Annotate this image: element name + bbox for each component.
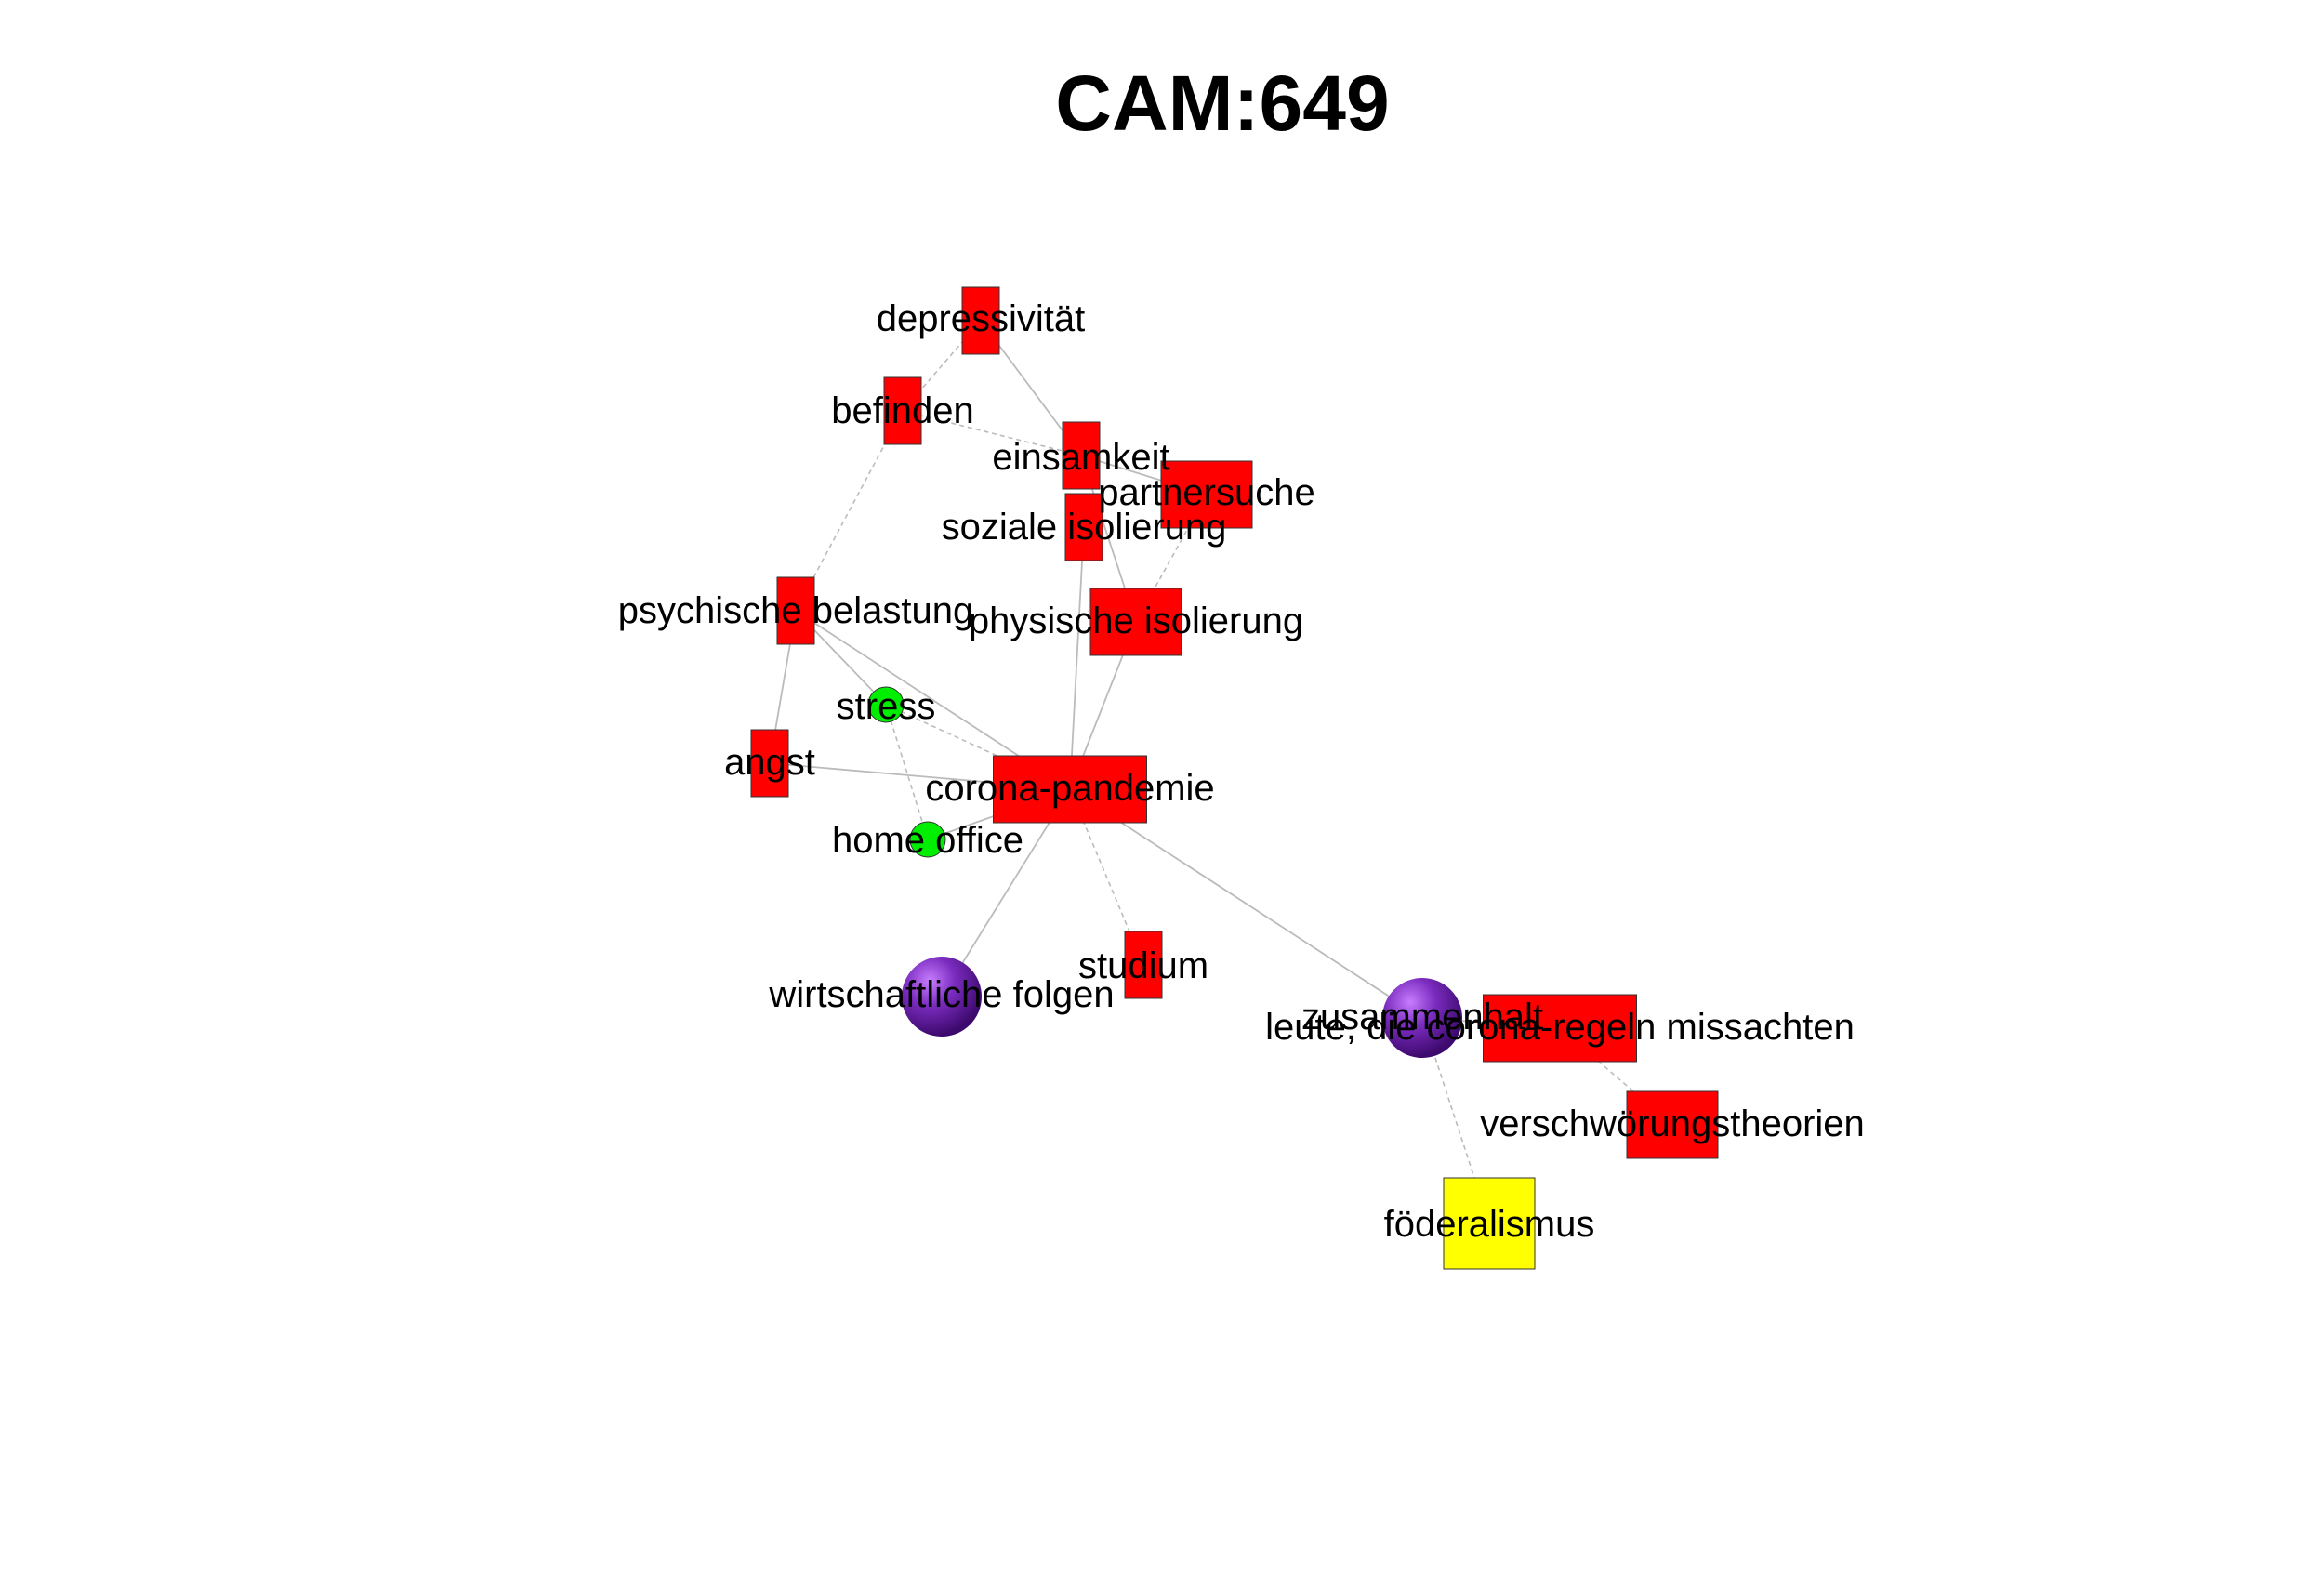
- node-stress[interactable]: [867, 686, 905, 723]
- node-soziale-isolierung[interactable]: [1064, 493, 1103, 561]
- edge-soziale-isolierung-corona-pandemie: [1069, 526, 1085, 790]
- edge-corona-pandemie-studium: [1069, 788, 1144, 966]
- node-physische-isolierung[interactable]: [1089, 588, 1182, 656]
- node-label-partnersuche: partnersuche: [1098, 472, 1314, 513]
- node-label-angst: angst: [724, 742, 815, 783]
- node-label-leute-corona-regeln: leute, die corona-regeln missachten: [1265, 1007, 1855, 1048]
- node-home-office[interactable]: [909, 821, 946, 858]
- node-einsamkeit[interactable]: [1062, 421, 1101, 490]
- node-label-home-office: home office: [832, 820, 1023, 861]
- node-label-zusammenhalt: zusammenhalt: [1301, 997, 1543, 1037]
- node-label-depressivitat: depressivität: [877, 298, 1086, 339]
- node-label-studium: studium: [1078, 945, 1208, 986]
- edge-befinden-einsamkeit: [902, 410, 1082, 456]
- nodes-layer: [750, 286, 1719, 1270]
- node-psychische-belastung[interactable]: [776, 576, 815, 645]
- node-foderalismus[interactable]: [1443, 1177, 1536, 1270]
- edge-corona-pandemie-zusammenhalt: [1069, 788, 1423, 1019]
- edge-stress-home-office: [885, 704, 929, 840]
- node-wirtschaftliche-folgen[interactable]: [902, 957, 982, 1037]
- labels-layer: depressivität befinden einsamkeitpartnersu…: [618, 298, 1865, 1245]
- node-studium[interactable]: [1124, 931, 1163, 999]
- node-zusammenhalt[interactable]: [1382, 978, 1462, 1058]
- node-label-soziale-isolierung: soziale isolierung: [942, 507, 1227, 548]
- node-verschworungstheorien[interactable]: [1626, 1090, 1719, 1159]
- edge-corona-pandemie-wirtschaftliche-folgen: [941, 788, 1071, 997]
- node-label-corona-pandemie: corona-pandemie: [925, 768, 1214, 809]
- node-leute-corona-regeln[interactable]: [1483, 994, 1637, 1063]
- node-angst[interactable]: [750, 729, 789, 798]
- node-label-stress: stress: [837, 686, 936, 727]
- node-partnersuche[interactable]: [1160, 460, 1253, 529]
- node-label-verschworungstheorien: verschwörungstheorien: [1480, 1103, 1865, 1144]
- node-label-psychische-belastung: psychische belastung: [618, 590, 973, 631]
- node-label-physische-isolierung: physische isolierung: [969, 601, 1303, 641]
- node-label-einsamkeit: einsamkeit: [992, 437, 1169, 478]
- node-befinden[interactable]: [883, 376, 922, 445]
- node-corona-pandemie[interactable]: [993, 755, 1147, 824]
- node-label-wirtschaftliche-folgen: wirtschaftliche folgen: [768, 974, 1114, 1015]
- node-depressivitat[interactable]: [961, 286, 1000, 355]
- node-label-foderalismus: föderalismus: [1384, 1204, 1595, 1245]
- diagram-title: CAM:649: [1055, 59, 1389, 147]
- edges-layer: [769, 320, 1673, 1224]
- node-label-befinden: befinden: [831, 390, 973, 431]
